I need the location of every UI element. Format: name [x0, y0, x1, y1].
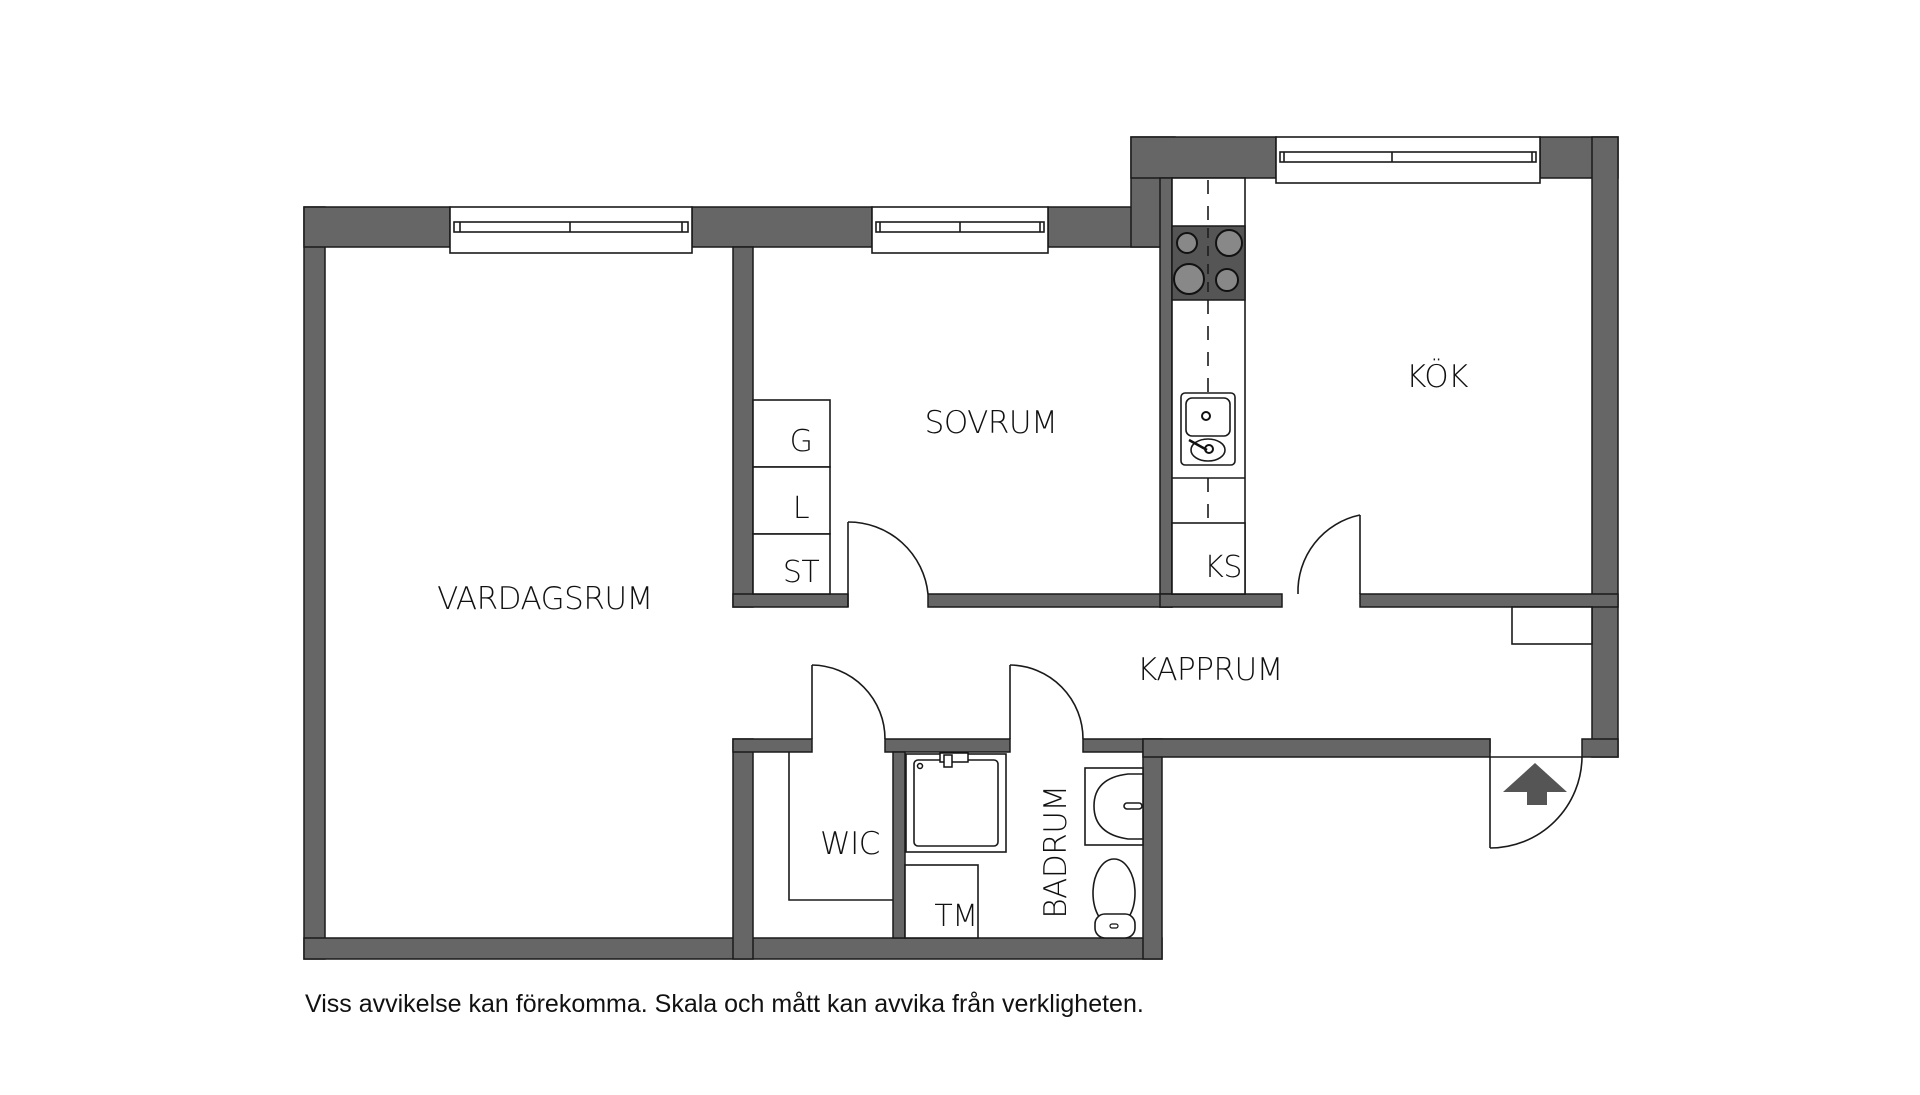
label-washing-machine: TM	[934, 899, 977, 934]
washing-machine-box	[904, 864, 979, 939]
wall-right	[1591, 136, 1619, 758]
wall-left	[303, 206, 326, 960]
bathroom-sink-icon	[1084, 767, 1144, 846]
wall-top-2	[691, 206, 873, 248]
wall-top-1	[303, 206, 451, 248]
kitchen-counter	[1171, 177, 1246, 595]
window-kitchen	[1275, 136, 1541, 184]
door-entrance[interactable]	[1489, 756, 1583, 849]
label-bathroom: BADRUM	[1038, 785, 1074, 918]
door-bedroom	[847, 521, 929, 607]
wall-bedroom-kitchen	[1159, 177, 1173, 608]
door-kitchen	[1297, 514, 1361, 595]
bathroom-fixtures	[904, 752, 1144, 939]
door-bathroom	[1009, 664, 1084, 740]
wall-living-bedroom	[732, 246, 754, 608]
wall-wic-top-2	[884, 738, 1011, 753]
wall-hall-bottom-thick	[1142, 738, 1491, 758]
disclaimer-text: Viss avvikelse kan förekomma. Skala och …	[305, 990, 1144, 1018]
kitchen-sink-icon	[1180, 392, 1236, 466]
fridge-box	[1171, 522, 1246, 595]
label-wardrobe-g: G	[790, 424, 813, 459]
wall-kitchen-bottom-1	[1159, 593, 1283, 608]
wall-entry-right	[1581, 738, 1619, 758]
wardrobe-g	[752, 399, 831, 468]
hall-cabinet	[1511, 606, 1593, 645]
stove-icon	[1171, 225, 1246, 301]
wall-kitchen-top-1	[1130, 136, 1277, 179]
window-living	[449, 206, 693, 254]
label-hall: KAPPRUM	[1137, 652, 1283, 688]
label-living-room: VARDAGSRUM	[437, 581, 653, 617]
wall-bedroom-bottom-2	[927, 593, 1173, 608]
room-labels: VARDAGSRUM SOVRUM KÖK KAPPRUM WIC BADRUM…	[437, 359, 1468, 934]
label-wardrobe-st: ST	[783, 555, 820, 590]
label-bedroom: SOVRUM	[925, 405, 1058, 441]
toilet-icon	[1092, 858, 1136, 939]
label-kitchen: KÖK	[1406, 359, 1468, 395]
wardrobes	[752, 399, 831, 595]
wall-bath-right	[1142, 738, 1163, 960]
walls	[303, 136, 1619, 960]
windows	[449, 136, 1541, 254]
wic-shelf	[788, 752, 893, 901]
label-wic: WIC	[820, 826, 880, 862]
door-wic	[811, 664, 886, 740]
window-bedroom	[871, 206, 1049, 254]
shower-icon	[905, 752, 1007, 853]
wall-wic-left	[732, 738, 754, 960]
wall-wic-bath	[892, 751, 906, 939]
label-wardrobe-l: L	[793, 491, 809, 526]
doors	[811, 514, 1583, 849]
wardrobe-l	[752, 466, 831, 535]
wall-bedroom-bottom-1	[732, 593, 849, 608]
wardrobe-st	[752, 533, 831, 595]
label-fridge: KS	[1204, 550, 1242, 585]
wall-kitchen-bottom-2	[1359, 593, 1619, 608]
entrance-arrow-icon	[1503, 763, 1567, 805]
wall-wic-top-1	[732, 738, 813, 753]
